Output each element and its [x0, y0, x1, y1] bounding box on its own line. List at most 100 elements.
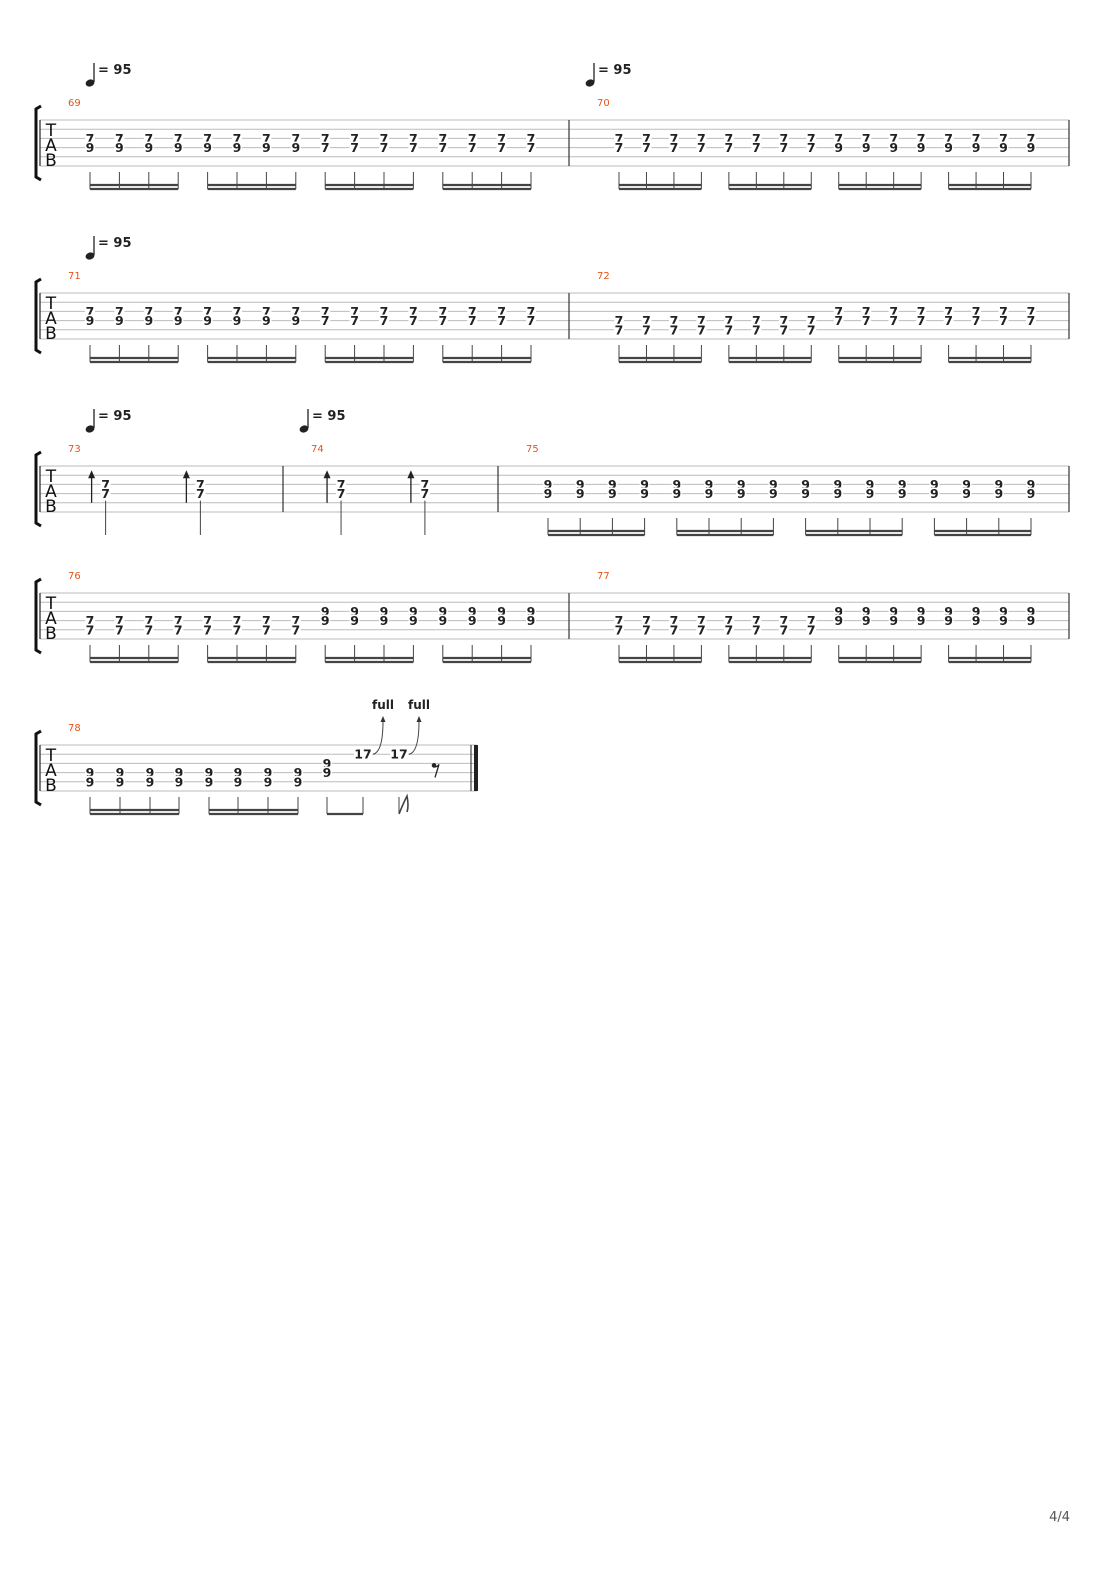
- quarter-note-icon: [585, 79, 595, 87]
- chord: 77: [723, 313, 734, 362]
- chord: 77: [806, 613, 817, 662]
- note-group: 77: [407, 470, 430, 535]
- note-group: 77: [323, 470, 347, 535]
- fret-number: 7: [380, 140, 389, 155]
- chord: 79: [1026, 131, 1036, 189]
- fret-number: 9: [323, 756, 332, 771]
- fret-number: 7: [115, 613, 124, 628]
- chord: 77: [408, 131, 419, 189]
- fret-number: 7: [972, 131, 981, 146]
- tab-system: TAB= 95= 9569797979797979797977777777777…: [34, 63, 1070, 191]
- chord: 79: [261, 304, 272, 362]
- measure-number: 76: [68, 571, 81, 582]
- fret-number: 7: [262, 131, 271, 146]
- fret-number: 9: [944, 140, 953, 155]
- chord: 77: [971, 304, 982, 362]
- fret-number: 7: [468, 131, 477, 146]
- fret-number: 9: [898, 477, 907, 492]
- tab-system: TAB7677777777777777779999999999999999777…: [34, 571, 1070, 664]
- fret-number: 9: [866, 486, 875, 501]
- chord: 77: [408, 304, 419, 362]
- chord: 99: [145, 765, 155, 814]
- chord: 77: [723, 131, 734, 189]
- note-group: 77: [88, 470, 111, 535]
- fret-number: 7: [725, 613, 734, 628]
- chord: 99: [929, 477, 940, 535]
- fret-number: 7: [291, 131, 300, 146]
- chord: 99: [897, 477, 908, 535]
- fret-number: 7: [642, 140, 651, 155]
- fret-number: 7: [321, 313, 330, 328]
- chord: 79: [143, 304, 154, 362]
- chord: 77: [182, 470, 206, 535]
- fret-number: 7: [862, 304, 871, 319]
- fret-number: 9: [527, 613, 536, 628]
- fret-number: 9: [174, 140, 183, 155]
- fret-number: 7: [291, 304, 300, 319]
- chord: 77: [751, 313, 762, 362]
- fret-number: 7: [697, 622, 706, 637]
- bend-curve: [372, 720, 384, 755]
- fret-number: 9: [834, 613, 843, 628]
- system-bracket: [34, 577, 42, 655]
- fret-number: 7: [527, 304, 536, 319]
- chord: 99: [293, 765, 303, 814]
- chord: 77: [323, 470, 347, 535]
- fret-number: 7: [144, 131, 153, 146]
- fret-number: 7: [1027, 313, 1036, 328]
- system-bracket: [34, 104, 42, 182]
- fret-number: 9: [115, 313, 124, 328]
- chord: 77: [751, 613, 762, 662]
- fret-number: 7: [834, 313, 843, 328]
- fret-number: 9: [350, 604, 359, 619]
- fret-number: 9: [769, 486, 778, 501]
- fret-number: 7: [203, 622, 212, 637]
- fret-number: 9: [144, 313, 153, 328]
- chord: 79: [202, 304, 213, 362]
- chord: 77: [320, 131, 331, 189]
- fret-number: 9: [205, 765, 214, 780]
- fret-number: 9: [999, 604, 1008, 619]
- fret-number: 7: [337, 486, 346, 501]
- fret-number: 7: [670, 131, 679, 146]
- chord: 77: [696, 313, 707, 362]
- fret-number: 7: [409, 131, 418, 146]
- fret-number: 7: [889, 304, 898, 319]
- upstroke-arrow-icon: [88, 470, 96, 503]
- fret-number: 7: [752, 322, 761, 337]
- fret-number: 9: [294, 774, 303, 789]
- chord: 79: [888, 131, 899, 189]
- clef-letter: B: [45, 324, 57, 344]
- chord: 77: [379, 304, 389, 362]
- fret-number: 7: [233, 131, 242, 146]
- chord: 77: [696, 613, 707, 662]
- tab-clef: TAB: [45, 746, 57, 796]
- chord: 77: [526, 131, 536, 189]
- fret-number: 9: [175, 765, 184, 780]
- chord: 99: [704, 477, 714, 535]
- chord: 77: [202, 613, 213, 662]
- chord: 99: [575, 477, 586, 535]
- page-number: 4/4: [1049, 1510, 1070, 1525]
- fret-number: 9: [174, 313, 183, 328]
- clef-letter: A: [45, 482, 57, 502]
- chord: 99: [174, 765, 184, 814]
- clef-letter: B: [45, 497, 57, 517]
- fret-number: 9: [86, 774, 95, 789]
- chord: 99: [467, 604, 478, 662]
- fret-number: 7: [697, 322, 706, 337]
- chord: 79: [173, 304, 184, 362]
- fret-number: 9: [862, 613, 871, 628]
- chord: 99: [349, 604, 360, 662]
- fret-number: 7: [438, 304, 447, 319]
